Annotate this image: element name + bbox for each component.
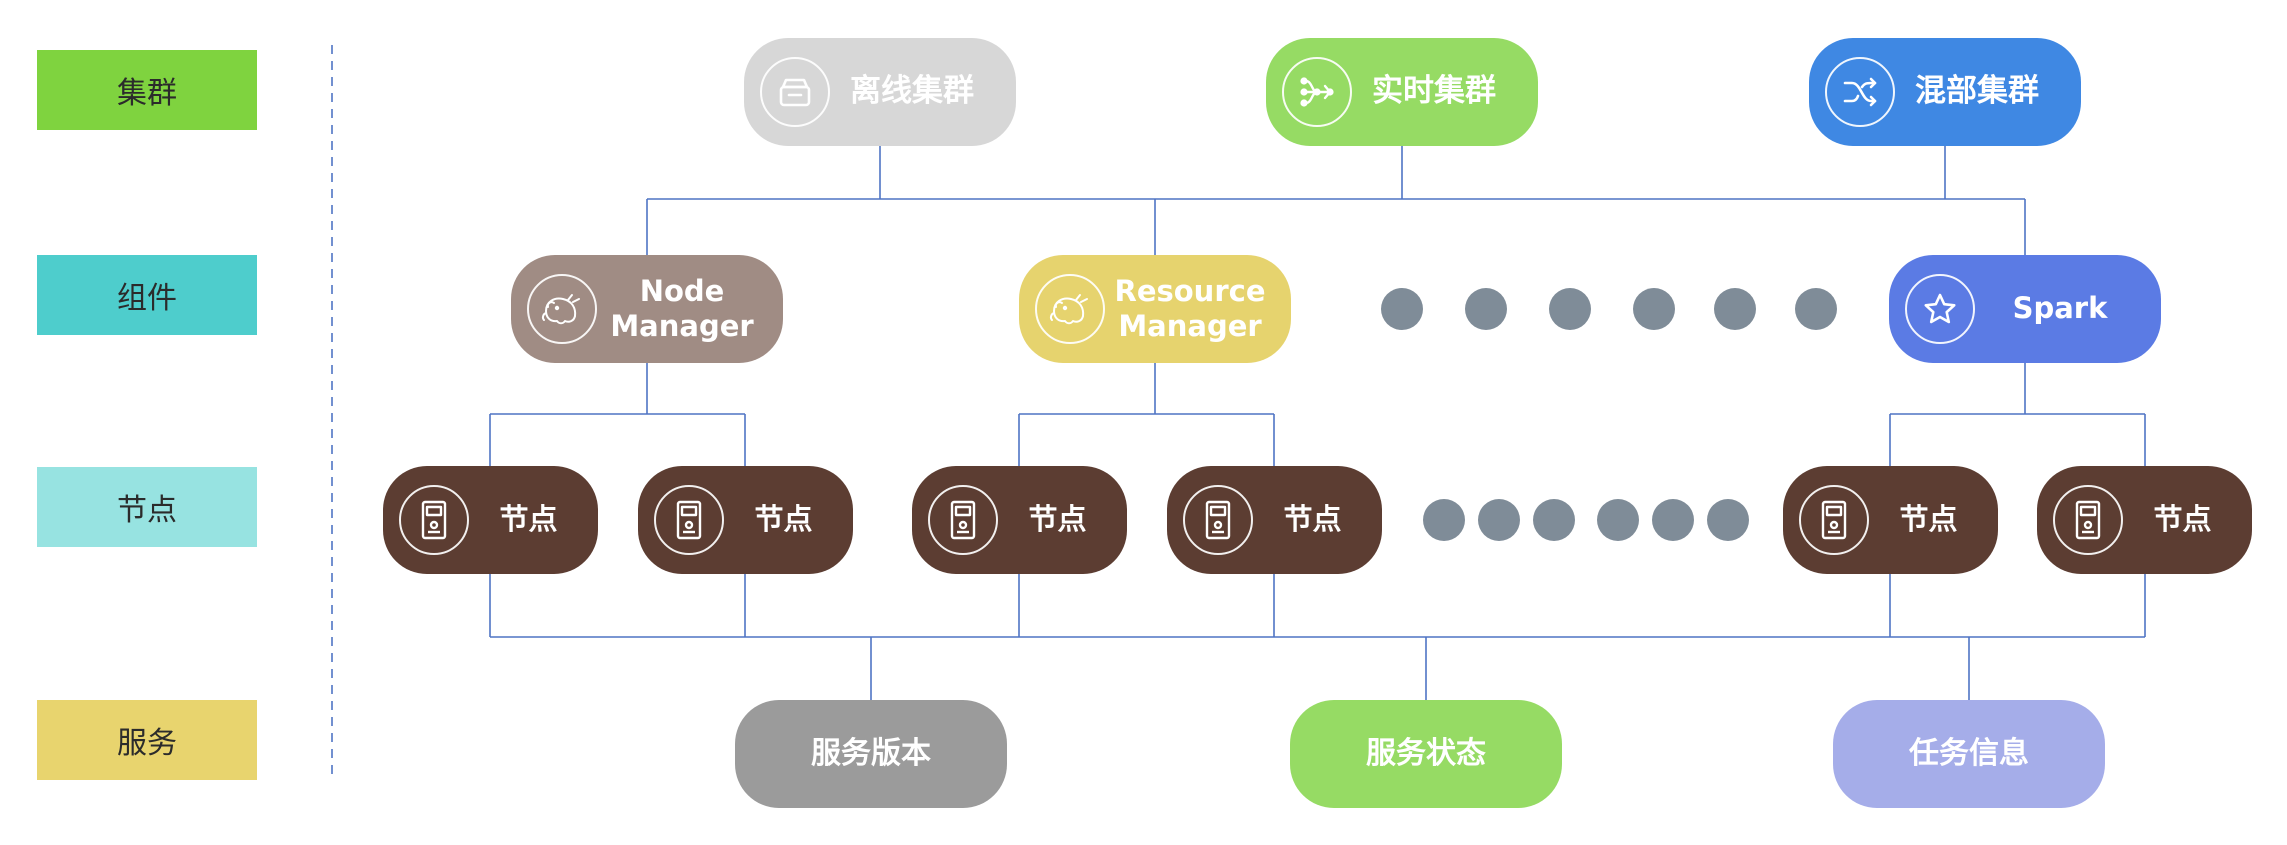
server-icon xyxy=(399,485,469,555)
node-box: 节点 xyxy=(912,466,1127,574)
server-icon xyxy=(928,485,998,555)
level-label-node: 节点 xyxy=(37,467,257,547)
node-box: 节点 xyxy=(1167,466,1382,574)
ellipsis-dot xyxy=(1423,499,1465,541)
service-status: 服务状态 xyxy=(1290,700,1562,808)
component-label: Node Manager xyxy=(610,273,754,343)
cluster-label: 混部集群 xyxy=(1915,73,2039,110)
level-label-component: 组件 xyxy=(37,255,257,335)
node-label: 节点 xyxy=(2153,502,2212,537)
component-node-manager: Node Manager xyxy=(511,255,783,363)
service-label: 服务状态 xyxy=(1366,735,1486,771)
level-label-service: 服务 xyxy=(37,700,257,780)
ellipsis-dot xyxy=(1465,288,1507,330)
node-box: 节点 xyxy=(2037,466,2252,574)
ellipsis-dot xyxy=(1597,499,1639,541)
component-spark: Spark xyxy=(1889,255,2161,363)
hadoop-elephant-icon xyxy=(527,274,597,344)
cluster-mixed: 混部集群 xyxy=(1809,38,2081,146)
task-info: 任务信息 xyxy=(1833,700,2105,808)
hadoop-elephant-icon xyxy=(1035,274,1105,344)
cluster-offline: 离线集群 xyxy=(744,38,1016,146)
ellipsis-dot xyxy=(1795,288,1837,330)
cluster-realtime: 实时集群 xyxy=(1266,38,1538,146)
node-label: 节点 xyxy=(1028,502,1087,537)
node-label: 节点 xyxy=(499,502,558,537)
server-icon xyxy=(1183,485,1253,555)
node-box: 节点 xyxy=(383,466,598,574)
ellipsis-dot xyxy=(1714,288,1756,330)
service-version: 服务版本 xyxy=(735,700,1007,808)
component-label: Spark xyxy=(2012,291,2108,326)
service-label: 任务信息 xyxy=(1909,735,2029,771)
ellipsis-dot xyxy=(1633,288,1675,330)
node-label: 节点 xyxy=(1283,502,1342,537)
ellipsis-dot xyxy=(1381,288,1423,330)
node-box: 节点 xyxy=(1783,466,1998,574)
ellipsis-dot xyxy=(1652,499,1694,541)
ellipsis-dot xyxy=(1707,499,1749,541)
flow-nodes-icon xyxy=(1282,57,1352,127)
server-icon xyxy=(2053,485,2123,555)
ellipsis-dot xyxy=(1533,499,1575,541)
star-icon xyxy=(1905,274,1975,344)
component-label: Resource Manager xyxy=(1114,273,1266,343)
node-label: 节点 xyxy=(1899,502,1958,537)
cluster-label: 实时集群 xyxy=(1372,73,1496,110)
ellipsis-dot xyxy=(1478,499,1520,541)
node-label: 节点 xyxy=(754,502,813,537)
shuffle-arrows-icon xyxy=(1825,57,1895,127)
node-box: 节点 xyxy=(638,466,853,574)
ellipsis-dot xyxy=(1549,288,1591,330)
server-icon xyxy=(1799,485,1869,555)
level-label-cluster: 集群 xyxy=(37,50,257,130)
server-icon xyxy=(654,485,724,555)
service-label: 服务版本 xyxy=(811,735,931,771)
component-resource-manager: Resource Manager xyxy=(1019,255,1291,363)
archive-box-icon xyxy=(760,57,830,127)
cluster-label: 离线集群 xyxy=(850,73,974,110)
